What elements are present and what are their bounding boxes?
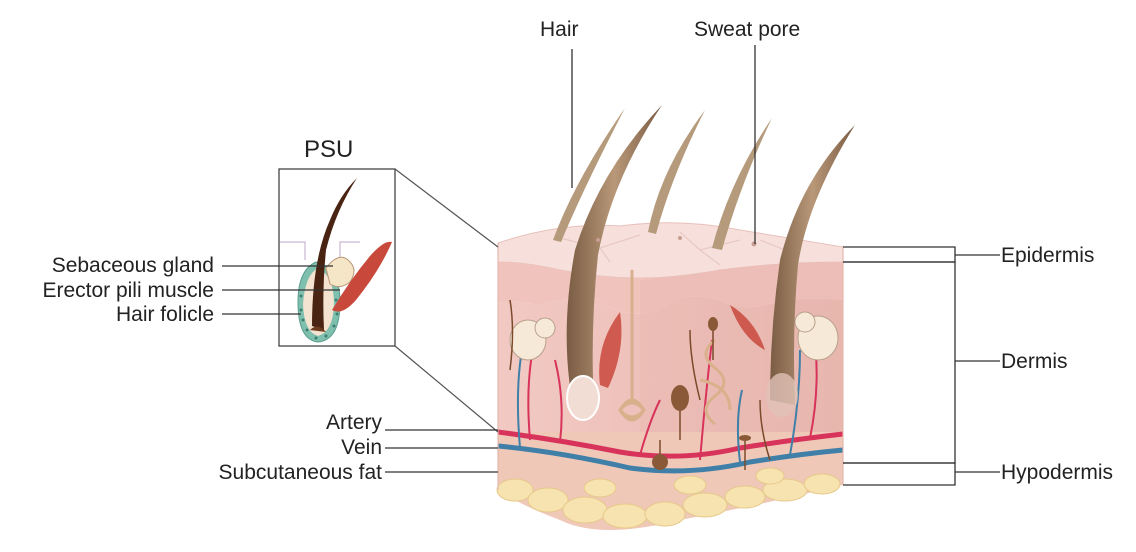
hypodermis-bracket — [843, 463, 1000, 485]
sweat-pore-label: Sweat pore — [694, 19, 800, 40]
dermis-label: Dermis — [1001, 351, 1068, 372]
hypodermis-label: Hypodermis — [1001, 462, 1113, 483]
psu-title: PSU — [304, 138, 353, 162]
artery-label: Artery — [326, 412, 382, 433]
epidermis-bracket — [843, 247, 1000, 262]
vein-label: Vein — [341, 437, 382, 458]
erector-pili-muscle-label: Erector pili muscle — [42, 280, 214, 301]
psu-inset — [279, 169, 395, 346]
skin-block — [497, 105, 855, 530]
sebaceous-gland-label: Sebaceous gland — [52, 255, 214, 276]
epidermis-label: Epidermis — [1001, 245, 1094, 266]
hair-folicle-label: Hair folicle — [116, 304, 214, 325]
zoom-lines — [395, 169, 498, 432]
subcutaneous-fat-label: Subcutaneous fat — [219, 462, 382, 483]
dermis-bracket — [843, 262, 1000, 463]
hair-label: Hair — [540, 19, 579, 40]
